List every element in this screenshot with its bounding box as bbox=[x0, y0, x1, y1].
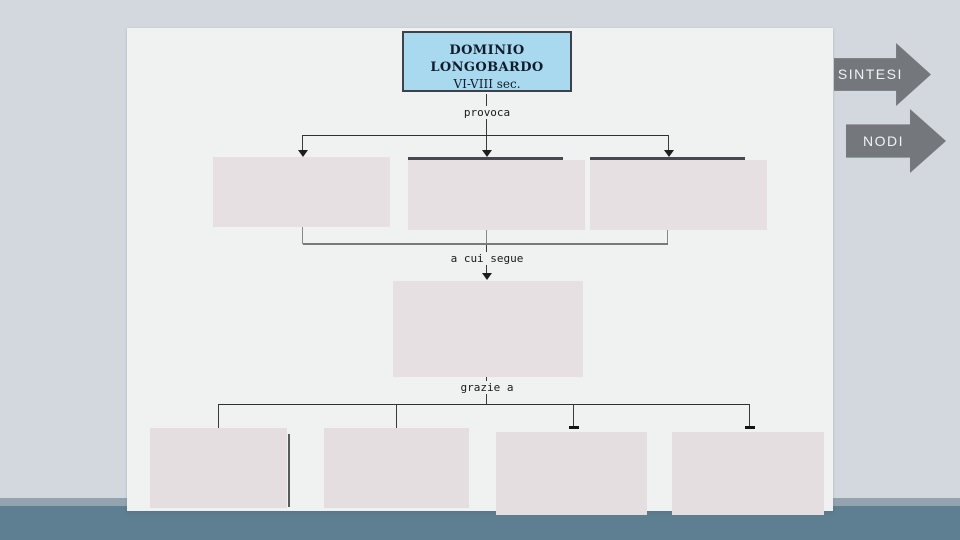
placeholder-box bbox=[324, 428, 469, 508]
connector-label-grazie-a: grazie a bbox=[456, 381, 518, 394]
connector-line bbox=[219, 404, 750, 405]
nav-arrow-nodi[interactable]: NODI bbox=[846, 109, 946, 173]
connector-line bbox=[218, 404, 219, 428]
connector-line bbox=[486, 135, 487, 150]
connector-line bbox=[396, 404, 397, 428]
placeholder-box bbox=[408, 160, 585, 230]
nav-arrow-nodi-label: NODI bbox=[863, 133, 904, 149]
connector-line bbox=[667, 230, 668, 244]
hidden-box-top-border bbox=[590, 157, 745, 160]
connector-line bbox=[302, 135, 303, 150]
placeholder-box bbox=[213, 157, 390, 227]
title-box: DOMINIO LONGOBARDO VI-VIII sec. bbox=[402, 31, 572, 92]
arrowhead-down-icon bbox=[298, 150, 308, 157]
arrowhead-down-icon bbox=[482, 150, 492, 157]
connector-line bbox=[668, 135, 669, 150]
nav-arrow-sintesi-label: SINTESI bbox=[837, 66, 903, 82]
arrowhead-down-icon bbox=[482, 273, 492, 280]
connector-line bbox=[303, 243, 668, 245]
connector-line bbox=[486, 230, 487, 244]
arrowhead-bar-icon bbox=[745, 426, 755, 429]
placeholder-box bbox=[496, 432, 647, 515]
connector-label-a-cui-segue: a cui segue bbox=[446, 252, 528, 265]
connector-line bbox=[749, 404, 750, 427]
title-line2: VI-VIII sec. bbox=[453, 77, 521, 91]
connector-line bbox=[573, 404, 574, 427]
connector-line bbox=[302, 227, 303, 244]
connector-label-provoca: provoca bbox=[459, 106, 515, 119]
hidden-box-top-border bbox=[408, 157, 563, 160]
nav-arrow-sintesi[interactable]: SINTESI bbox=[834, 43, 931, 106]
title-line1: DOMINIO LONGOBARDO bbox=[430, 43, 544, 75]
placeholder-box bbox=[393, 281, 583, 377]
placeholder-box bbox=[150, 428, 287, 508]
arrowhead-bar-icon bbox=[569, 426, 579, 429]
arrowhead-down-icon bbox=[664, 150, 674, 157]
placeholder-box bbox=[590, 160, 767, 230]
placeholder-box bbox=[672, 432, 824, 515]
hidden-box-edge-line bbox=[288, 434, 290, 507]
